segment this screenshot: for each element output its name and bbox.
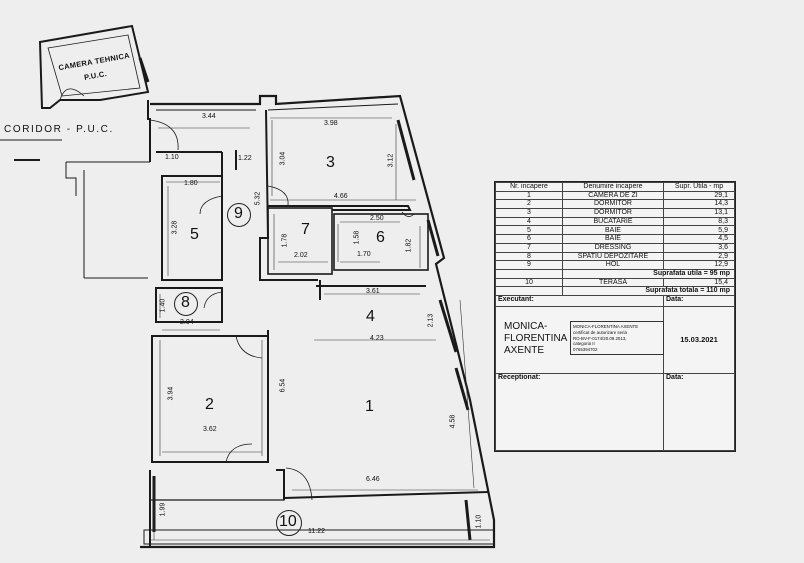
- suprafata-utila: Suprafata utila = 95 mp: [562, 268, 735, 279]
- executant-label: Executant:: [495, 294, 664, 307]
- dim-1-58: 1.58: [353, 230, 361, 245]
- terrace-railing: [143, 529, 495, 545]
- table-header-suprafata: Supr. Utila - mp: [663, 182, 735, 192]
- dim-6-54: 6.54: [279, 378, 287, 393]
- dim-1-99: 1.99: [159, 502, 167, 517]
- room-number-3: 3: [326, 154, 335, 171]
- dim-2-04: 2.04: [180, 319, 194, 326]
- room-number-6: 6: [376, 229, 385, 246]
- room-5-walls: [161, 175, 223, 281]
- room-8-walls: [155, 287, 223, 323]
- room-number-4: 4: [366, 308, 375, 325]
- dim-1-10-entry: 1.10: [165, 154, 179, 161]
- coridor-label: CORIDOR - P.U.C.: [4, 124, 114, 135]
- dim-5-32: 5.32: [254, 191, 262, 206]
- dim-2-50: 2.50: [370, 215, 384, 222]
- table-header-denumire: Denumire incapere: [562, 182, 664, 192]
- dim-6-46: 6.46: [366, 476, 380, 483]
- dim-3-28: 3.28: [171, 220, 179, 235]
- authorization-stamp: MONICA-FLORENTINA AXENTE certificat de a…: [570, 320, 664, 355]
- dim-2-13: 2.13: [427, 313, 435, 328]
- dim-3-94: 3.94: [167, 386, 175, 401]
- dim-1-78: 1.78: [281, 233, 289, 248]
- room-6-walls: [333, 213, 429, 271]
- data-label: Data:: [663, 294, 735, 307]
- dim-1-10-terrace: 1.10: [475, 514, 483, 529]
- camera-tehnica-door: [59, 88, 85, 101]
- right-windows: [396, 119, 470, 411]
- camera-tehnica-window: [138, 57, 150, 83]
- room-number-1: 1: [365, 398, 374, 415]
- executant-cell: MONICA- FLORENTINA AXENTE MONICA-FLORENT…: [495, 305, 664, 374]
- room-circle-8: [174, 292, 198, 316]
- outer-wall: [140, 94, 496, 549]
- date-value: 15.03.2021: [663, 305, 735, 374]
- room-number-2: 2: [205, 396, 214, 413]
- dim-3-12: 3.12: [387, 153, 395, 168]
- dim-1-40: 1.40: [159, 298, 167, 313]
- dim-1-70: 1.70: [357, 251, 371, 258]
- room-number-10: 10: [279, 513, 297, 530]
- dim-3-98: 3.98: [324, 120, 338, 127]
- room-circle-9: [227, 203, 251, 227]
- dim-1-22: 1.22: [238, 155, 252, 162]
- data-label-2: Data:: [663, 372, 735, 451]
- executant-name: MONICA- FLORENTINA AXENTE: [504, 320, 568, 356]
- entrance-door-swing: [149, 119, 179, 151]
- dim-3-44: 3.44: [202, 113, 216, 120]
- dim-1-80: 1.80: [184, 180, 198, 187]
- dim-4-66: 4.66: [334, 193, 348, 200]
- area-table: Nr. incapere Denumire incapere Supr. Uti…: [494, 181, 736, 452]
- dim-11-22: 11.22: [308, 528, 325, 535]
- dim-4-23: 4.23: [370, 335, 384, 342]
- room-number-8: 8: [181, 294, 190, 311]
- dim-3-04: 3.04: [279, 151, 287, 166]
- room-number-7: 7: [301, 221, 310, 238]
- dim-3-62: 3.62: [203, 426, 217, 433]
- room-number-5: 5: [190, 226, 199, 243]
- dim-2-02: 2.02: [294, 252, 308, 259]
- dim-3-61: 3.61: [366, 288, 380, 295]
- room-number-9: 9: [234, 205, 243, 222]
- dim-4-58: 4.58: [449, 414, 457, 429]
- table-header-nr: Nr. incapere: [495, 182, 563, 192]
- suprafata-totala: Suprafata totala = 110 mp: [562, 286, 735, 296]
- camera-tehnica-wall: [38, 24, 150, 109]
- receptionat-label: Receptionat:: [495, 372, 664, 451]
- dimension-lines: [150, 117, 490, 541]
- room-7-walls: [267, 207, 333, 275]
- room-circle-10: [276, 510, 302, 536]
- dim-1-82: 1.82: [405, 238, 413, 253]
